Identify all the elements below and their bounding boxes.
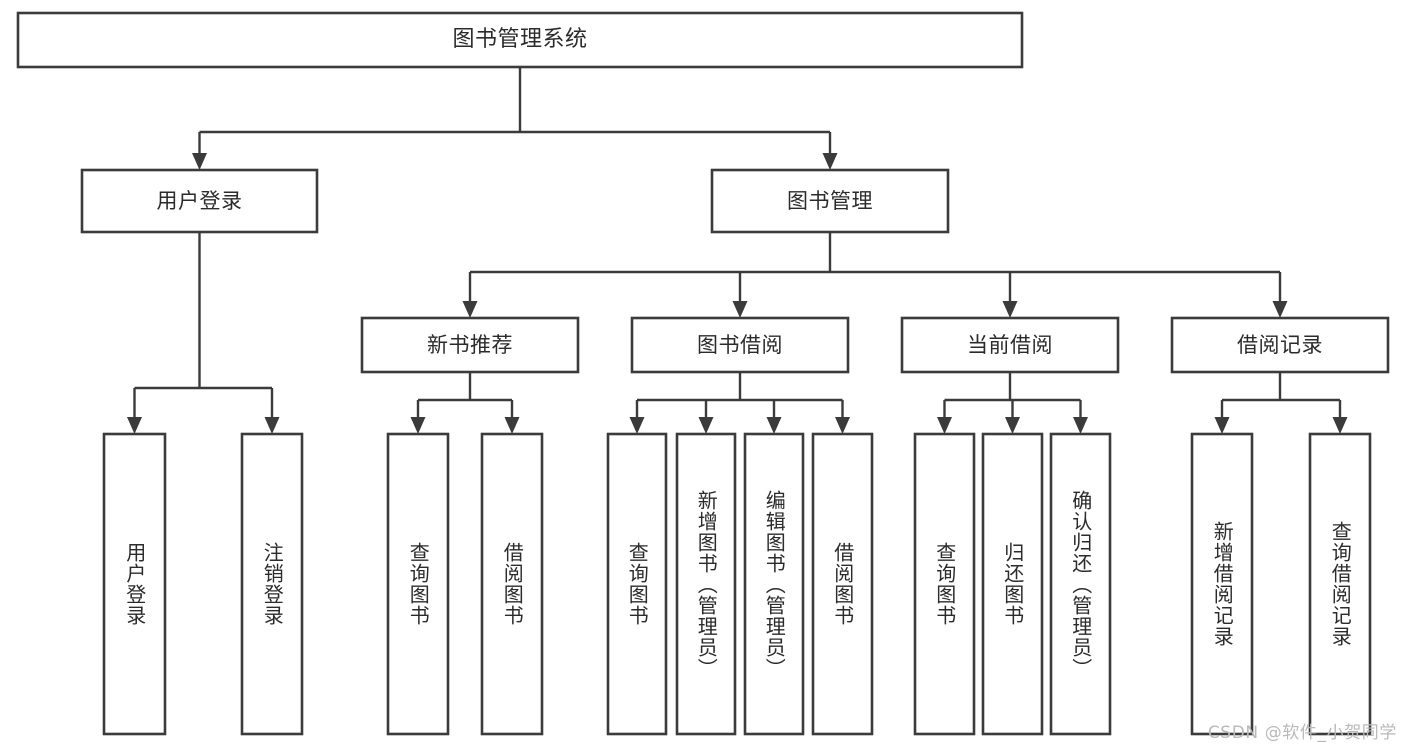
current-borrow-to-leaves-arrow-1 xyxy=(1005,417,1020,434)
leaf-leaf-query-borrow-record[interactable] xyxy=(1308,432,1372,736)
node-new-book-recommend[interactable] xyxy=(360,316,580,374)
leaf-leaf-return-book[interactable] xyxy=(981,432,1044,736)
leaf-leaf-borrow-book-1[interactable] xyxy=(480,432,544,736)
root-to-level2-arrow-1 xyxy=(822,153,838,170)
root-to-level2-arrow-0 xyxy=(192,153,207,170)
leaf-leaf-borrow-book-2[interactable] xyxy=(811,432,874,736)
node-borrow-record[interactable] xyxy=(1170,316,1390,374)
book-manage-to-level3-arrow-0 xyxy=(462,301,478,318)
leaf-leaf-add-book-admin[interactable] xyxy=(675,432,737,736)
book-borrow-to-leaves-arrow-2 xyxy=(766,417,782,434)
user-login-to-leaves-arrow-1 xyxy=(264,417,280,434)
watermark-text: CSDN @软件_小贺同学 xyxy=(1207,723,1397,743)
book-manage-to-level3-arrow-1 xyxy=(732,301,748,318)
current-borrow-to-leaves-arrow-2 xyxy=(1073,417,1088,434)
node-book-manage[interactable] xyxy=(710,168,950,234)
edge-layer xyxy=(127,67,1348,434)
book-borrow-to-leaves-arrow-0 xyxy=(629,417,645,434)
node-current-borrow[interactable] xyxy=(900,316,1120,374)
leaf-leaf-add-borrow-record[interactable] xyxy=(1190,432,1254,736)
new-book-recommend-to-leaves-arrow-1 xyxy=(504,417,520,434)
book-manage-to-level3-arrow-2 xyxy=(1002,301,1018,318)
leaf-leaf-confirm-return-admin[interactable] xyxy=(1049,432,1112,736)
root-node-book-management-system[interactable] xyxy=(16,11,1024,69)
borrow-record-to-leaves-arrow-1 xyxy=(1332,417,1348,434)
leaf-leaf-edit-book-admin[interactable] xyxy=(743,432,805,736)
node-box-layer xyxy=(16,11,1390,736)
node-user-login[interactable] xyxy=(80,168,319,234)
node-book-borrow[interactable] xyxy=(630,316,850,374)
new-book-recommend-to-leaves-arrow-0 xyxy=(410,417,426,434)
borrow-record-to-leaves-arrow-0 xyxy=(1214,417,1230,434)
book-borrow-to-leaves-arrow-1 xyxy=(698,417,714,434)
leaf-leaf-user-login[interactable] xyxy=(102,432,167,736)
leaf-leaf-query-book-1[interactable] xyxy=(386,432,450,736)
current-borrow-to-leaves-arrow-0 xyxy=(937,417,952,434)
leaf-leaf-query-book-3[interactable] xyxy=(913,432,976,736)
leaf-leaf-query-book-2[interactable] xyxy=(606,432,668,736)
book-manage-to-level3-arrow-3 xyxy=(1272,301,1288,318)
leaf-leaf-logout-login[interactable] xyxy=(240,432,304,736)
book-borrow-to-leaves-arrow-3 xyxy=(835,417,850,434)
user-login-to-leaves-arrow-0 xyxy=(127,417,142,434)
